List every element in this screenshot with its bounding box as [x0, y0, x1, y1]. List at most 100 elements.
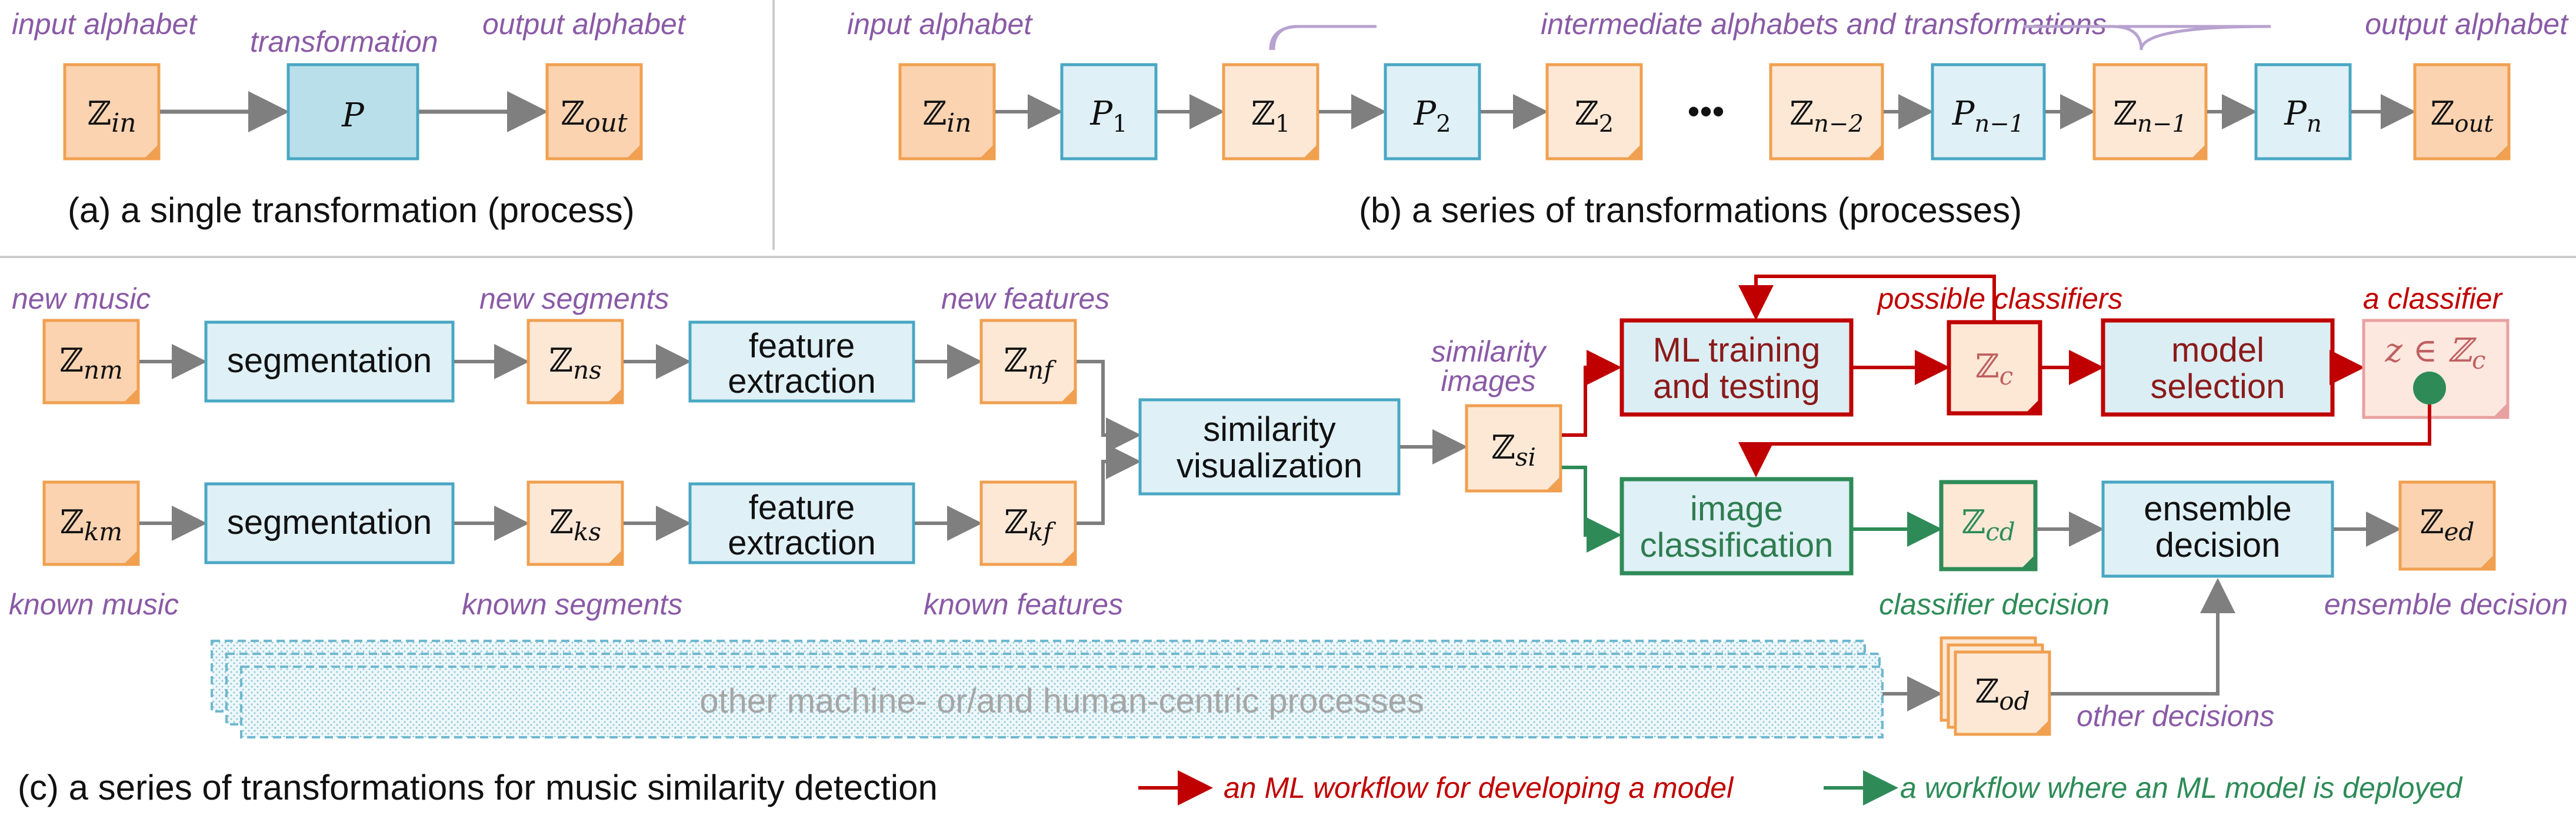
node-zsi-label: ℤsi — [1491, 429, 1536, 472]
panel-b-bracket-right — [2024, 25, 2143, 51]
panel-b-node-pn1 — [1931, 63, 2046, 161]
node-zkf-label: ℤkf — [1004, 503, 1056, 546]
panel-b-node-zn1-label: ℤn−1 — [2113, 95, 2187, 138]
node-ml-training-line1: ML training — [1653, 331, 1821, 369]
label-new-segments: new segments — [479, 282, 669, 315]
panel-a-label-transformation: transformation — [250, 25, 438, 58]
node-zcd — [1939, 480, 2038, 571]
node-zks-label: ℤks — [549, 503, 601, 546]
node-zks-fold — [608, 550, 622, 564]
panel-b: input alphabet intermediate alphabets an… — [847, 8, 2569, 230]
node-ml-training-line2: and testing — [1653, 367, 1820, 406]
node-zcd-label: ℤcd — [1961, 503, 2015, 546]
node-ml-training — [1619, 318, 1854, 417]
node-feature-new-line2: extraction — [728, 362, 875, 400]
panel-b-node-z2 — [1545, 63, 1643, 161]
node-feature-known — [688, 482, 915, 564]
node-similarity-visualization — [1138, 398, 1401, 496]
panel-b-node-pn1-label: Pn−1 — [1952, 95, 2024, 138]
node-zkf-fold — [1061, 550, 1075, 564]
node-zns — [526, 319, 624, 405]
label-similarity-images-1: similarity — [1431, 335, 1547, 368]
node-image-classification-line1: image — [1690, 490, 1783, 528]
node-zkm-fold — [124, 550, 138, 564]
panel-b-ellipsis: ••• — [1687, 92, 1724, 131]
node-similarity-line2: visualization — [1177, 447, 1362, 485]
node-zc — [1947, 320, 2042, 416]
other-processes-label: other machine- or/and human-centric proc… — [699, 682, 1424, 720]
node-zed-label: ℤed — [2420, 503, 2475, 546]
panel-a-caption: (a) a single transformation (process) — [68, 190, 635, 230]
panel-b-node-pn — [2254, 63, 2352, 161]
panel-b-node-pn-label: Pn — [2284, 95, 2321, 138]
node-feature-new — [688, 320, 915, 403]
panel-c-caption: (c) a series of transformations for musi… — [18, 768, 938, 807]
panel-a-node-zin-fold — [144, 144, 159, 159]
node-zcd-fold — [2021, 554, 2035, 569]
arrow-zsi-ml-red — [1562, 350, 1622, 437]
panel-b-node-p1-label: P1 — [1089, 95, 1127, 138]
panel-b-node-z1-fold — [1303, 144, 1318, 159]
node-feature-known-line2: extraction — [728, 524, 875, 562]
node-znf-fold — [1061, 388, 1075, 403]
panel-b-node-zn2-label: ℤn−2 — [1789, 95, 1864, 138]
node-zod — [1954, 650, 2051, 736]
node-zed — [2398, 480, 2496, 571]
panel-b-node-zn2 — [1769, 63, 1884, 161]
legend-green-label: a workflow where an ML model is deployed — [1900, 771, 2463, 804]
node-segmentation-new — [204, 320, 455, 403]
label-ensemble-decision: ensemble decision — [2324, 588, 2568, 621]
node-zks — [526, 480, 624, 566]
panel-c: new music new segments new features ℤnm … — [9, 275, 2568, 807]
arrow-znf-sim — [1077, 360, 1141, 453]
node-zkm-label: ℤkm — [60, 503, 122, 546]
label-known-segments: known segments — [462, 588, 682, 621]
panel-b-node-z2-fold — [1627, 144, 1641, 159]
panel-a-node-p — [286, 63, 419, 161]
node-znf-label: ℤnf — [1004, 342, 1057, 385]
panel-a-node-p-label: P — [341, 96, 365, 135]
node-zns-label: ℤns — [549, 342, 602, 385]
panel-b-node-zin-label: ℤin — [922, 95, 971, 138]
panel-b-node-z1 — [1222, 63, 1319, 161]
panel-a-label-output: output alphabet — [482, 8, 687, 41]
node-zkm — [42, 480, 140, 566]
node-zkf — [979, 480, 1077, 566]
panel-b-node-zout — [2413, 63, 2511, 161]
panel-b-label-input: input alphabet — [847, 8, 1033, 41]
node-feature-new-line1: feature — [749, 327, 855, 365]
label-other-decisions: other decisions — [2077, 700, 2274, 733]
node-segmentation-known-label: segmentation — [227, 503, 432, 541]
arrow-zc-feedback-red — [1738, 275, 1996, 322]
arrow-zkf-sim — [1077, 444, 1141, 525]
panel-b-node-p2-label: P2 — [1413, 95, 1451, 138]
panel-a-node-zout — [545, 63, 643, 161]
node-zod-label: ℤod — [1975, 673, 2030, 716]
panel-b-node-zn2-fold — [1868, 144, 1882, 159]
label-a-classifier: a classifier — [2363, 282, 2504, 315]
label-possible-classifiers: possible classifiers — [1877, 282, 2123, 315]
panel-a-node-zout-label: ℤout — [561, 95, 628, 138]
node-classifier-label: z ∈ ℤc — [2385, 332, 2486, 375]
panel-b-caption: (b) a series of transformations (process… — [1359, 190, 2022, 230]
node-znf — [979, 319, 1077, 405]
arrow-classifier-imgclass-red — [1738, 405, 2431, 477]
node-ensemble-line1: ensemble — [2144, 490, 2291, 528]
panel-b-node-z1-label: ℤ1 — [1251, 95, 1290, 138]
label-new-music: new music — [12, 282, 151, 315]
panel-b-node-z2-label: ℤ2 — [1575, 95, 1614, 138]
node-zc-label: ℤc — [1975, 347, 2013, 390]
panel-b-node-p1 — [1060, 63, 1158, 161]
label-known-features: known features — [924, 588, 1123, 621]
node-zod-fold — [2035, 720, 2050, 734]
node-similarity-line1: similarity — [1203, 410, 1336, 449]
node-model-selection-line1: model — [2171, 331, 2264, 369]
panel-b-label-intermediate: intermediate alphabets and transformatio… — [1541, 8, 2107, 41]
arrow-zsi-imgclass-green — [1562, 466, 1622, 553]
node-znm — [42, 319, 140, 405]
node-znm-label: ℤnm — [59, 342, 123, 385]
panel-b-node-zin-fold — [979, 144, 994, 159]
node-zns-fold — [608, 388, 622, 403]
node-znm-fold — [124, 388, 138, 403]
